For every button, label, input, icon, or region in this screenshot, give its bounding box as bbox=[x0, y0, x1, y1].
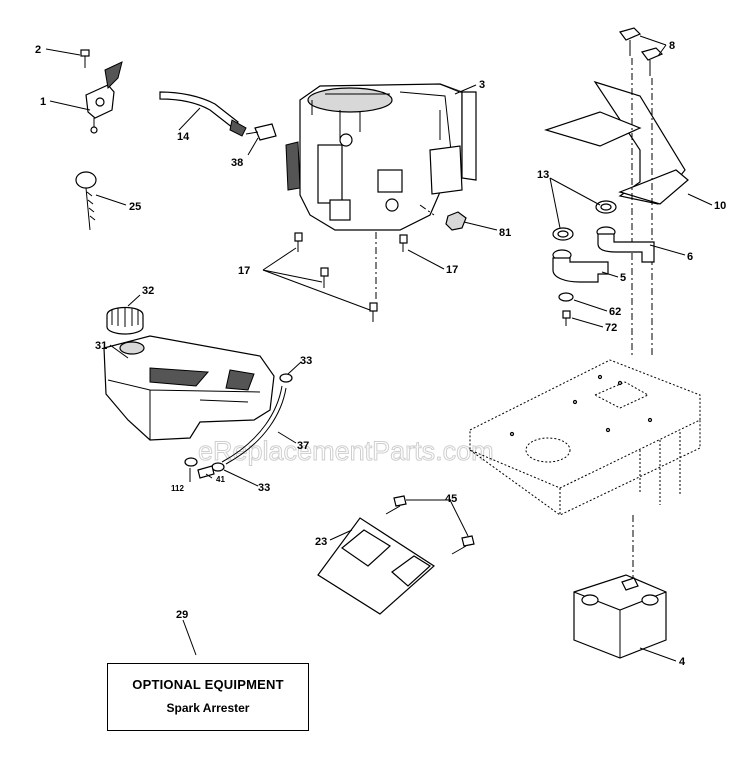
callout-33-bottom: 33 bbox=[258, 482, 270, 494]
engine bbox=[285, 83, 477, 231]
muffler-4 bbox=[573, 574, 667, 659]
callout-37: 37 bbox=[297, 440, 309, 452]
callout-62: 62 bbox=[609, 306, 621, 318]
dipstick bbox=[75, 171, 97, 231]
callout-14: 14 bbox=[177, 131, 190, 143]
nut-81 bbox=[445, 211, 467, 231]
callout-6: 6 bbox=[687, 251, 693, 263]
bolt-17-mid bbox=[320, 267, 329, 288]
callout-2: 2 bbox=[35, 44, 41, 56]
callout-10: 10 bbox=[714, 200, 726, 212]
callout-17-right: 17 bbox=[446, 264, 458, 276]
bolt-17-bottom bbox=[369, 302, 378, 322]
callout-4: 4 bbox=[679, 656, 686, 668]
callout-33-top: 33 bbox=[300, 355, 312, 367]
bolt-8-lower bbox=[640, 47, 664, 76]
exhaust-pipe-5 bbox=[552, 249, 609, 283]
gasket-13-b bbox=[595, 200, 617, 214]
bolt-8-upper bbox=[618, 27, 642, 56]
screw-2 bbox=[80, 49, 90, 68]
throttle-control bbox=[85, 61, 123, 134]
callout-3: 3 bbox=[479, 79, 485, 91]
bolt-17-left bbox=[294, 232, 303, 252]
callout-5: 5 bbox=[620, 272, 626, 284]
callout-31: 31 bbox=[95, 340, 107, 352]
heat-shield-10 bbox=[544, 80, 689, 205]
callout-29: 29 bbox=[176, 609, 188, 621]
fuel-cap-32 bbox=[106, 306, 144, 335]
washer-62 bbox=[558, 292, 574, 302]
callout-17-left: 17 bbox=[238, 265, 250, 277]
callout-labels: 2 1 3 8 10 13 14 38 25 81 6 5 17 17 32 6… bbox=[35, 40, 726, 668]
bolt-17-right bbox=[399, 234, 408, 252]
shield-23 bbox=[317, 517, 435, 615]
optional-equipment-title: OPTIONAL EQUIPMENT bbox=[132, 677, 284, 692]
clamp-33-bottom bbox=[211, 462, 225, 472]
callout-81: 81 bbox=[499, 227, 511, 239]
fuel-line-14 bbox=[159, 91, 247, 137]
callout-1: 1 bbox=[40, 96, 46, 108]
leader-lines bbox=[45, 35, 713, 662]
fitting-38 bbox=[245, 123, 277, 141]
watermark: eReplacementParts.com bbox=[198, 436, 494, 466]
bolt-45-upper bbox=[385, 495, 407, 515]
fitting-41 bbox=[197, 465, 215, 479]
callout-38: 38 bbox=[231, 157, 243, 169]
callout-8: 8 bbox=[669, 40, 675, 52]
callout-41: 41 bbox=[216, 475, 225, 484]
callout-112: 112 bbox=[171, 484, 184, 493]
fuel-tank-31 bbox=[103, 335, 275, 441]
fuel-line-37 bbox=[221, 385, 287, 465]
exhaust-pipe-6 bbox=[596, 226, 655, 263]
fitting-112 bbox=[184, 457, 198, 467]
optional-equipment-box: OPTIONAL EQUIPMENT Spark Arrester bbox=[107, 663, 309, 731]
callout-13: 13 bbox=[537, 169, 549, 181]
callout-72: 72 bbox=[605, 322, 617, 334]
callout-23: 23 bbox=[315, 536, 327, 548]
gasket-13-a bbox=[552, 227, 574, 241]
frame bbox=[469, 359, 701, 516]
clamp-33-top bbox=[279, 373, 293, 383]
optional-equipment-item: Spark Arrester bbox=[166, 701, 250, 715]
callout-45: 45 bbox=[445, 493, 457, 505]
callout-25: 25 bbox=[129, 201, 141, 213]
bolt-72 bbox=[562, 310, 571, 326]
bolt-45-lower bbox=[451, 535, 475, 555]
callout-32: 32 bbox=[142, 285, 154, 297]
